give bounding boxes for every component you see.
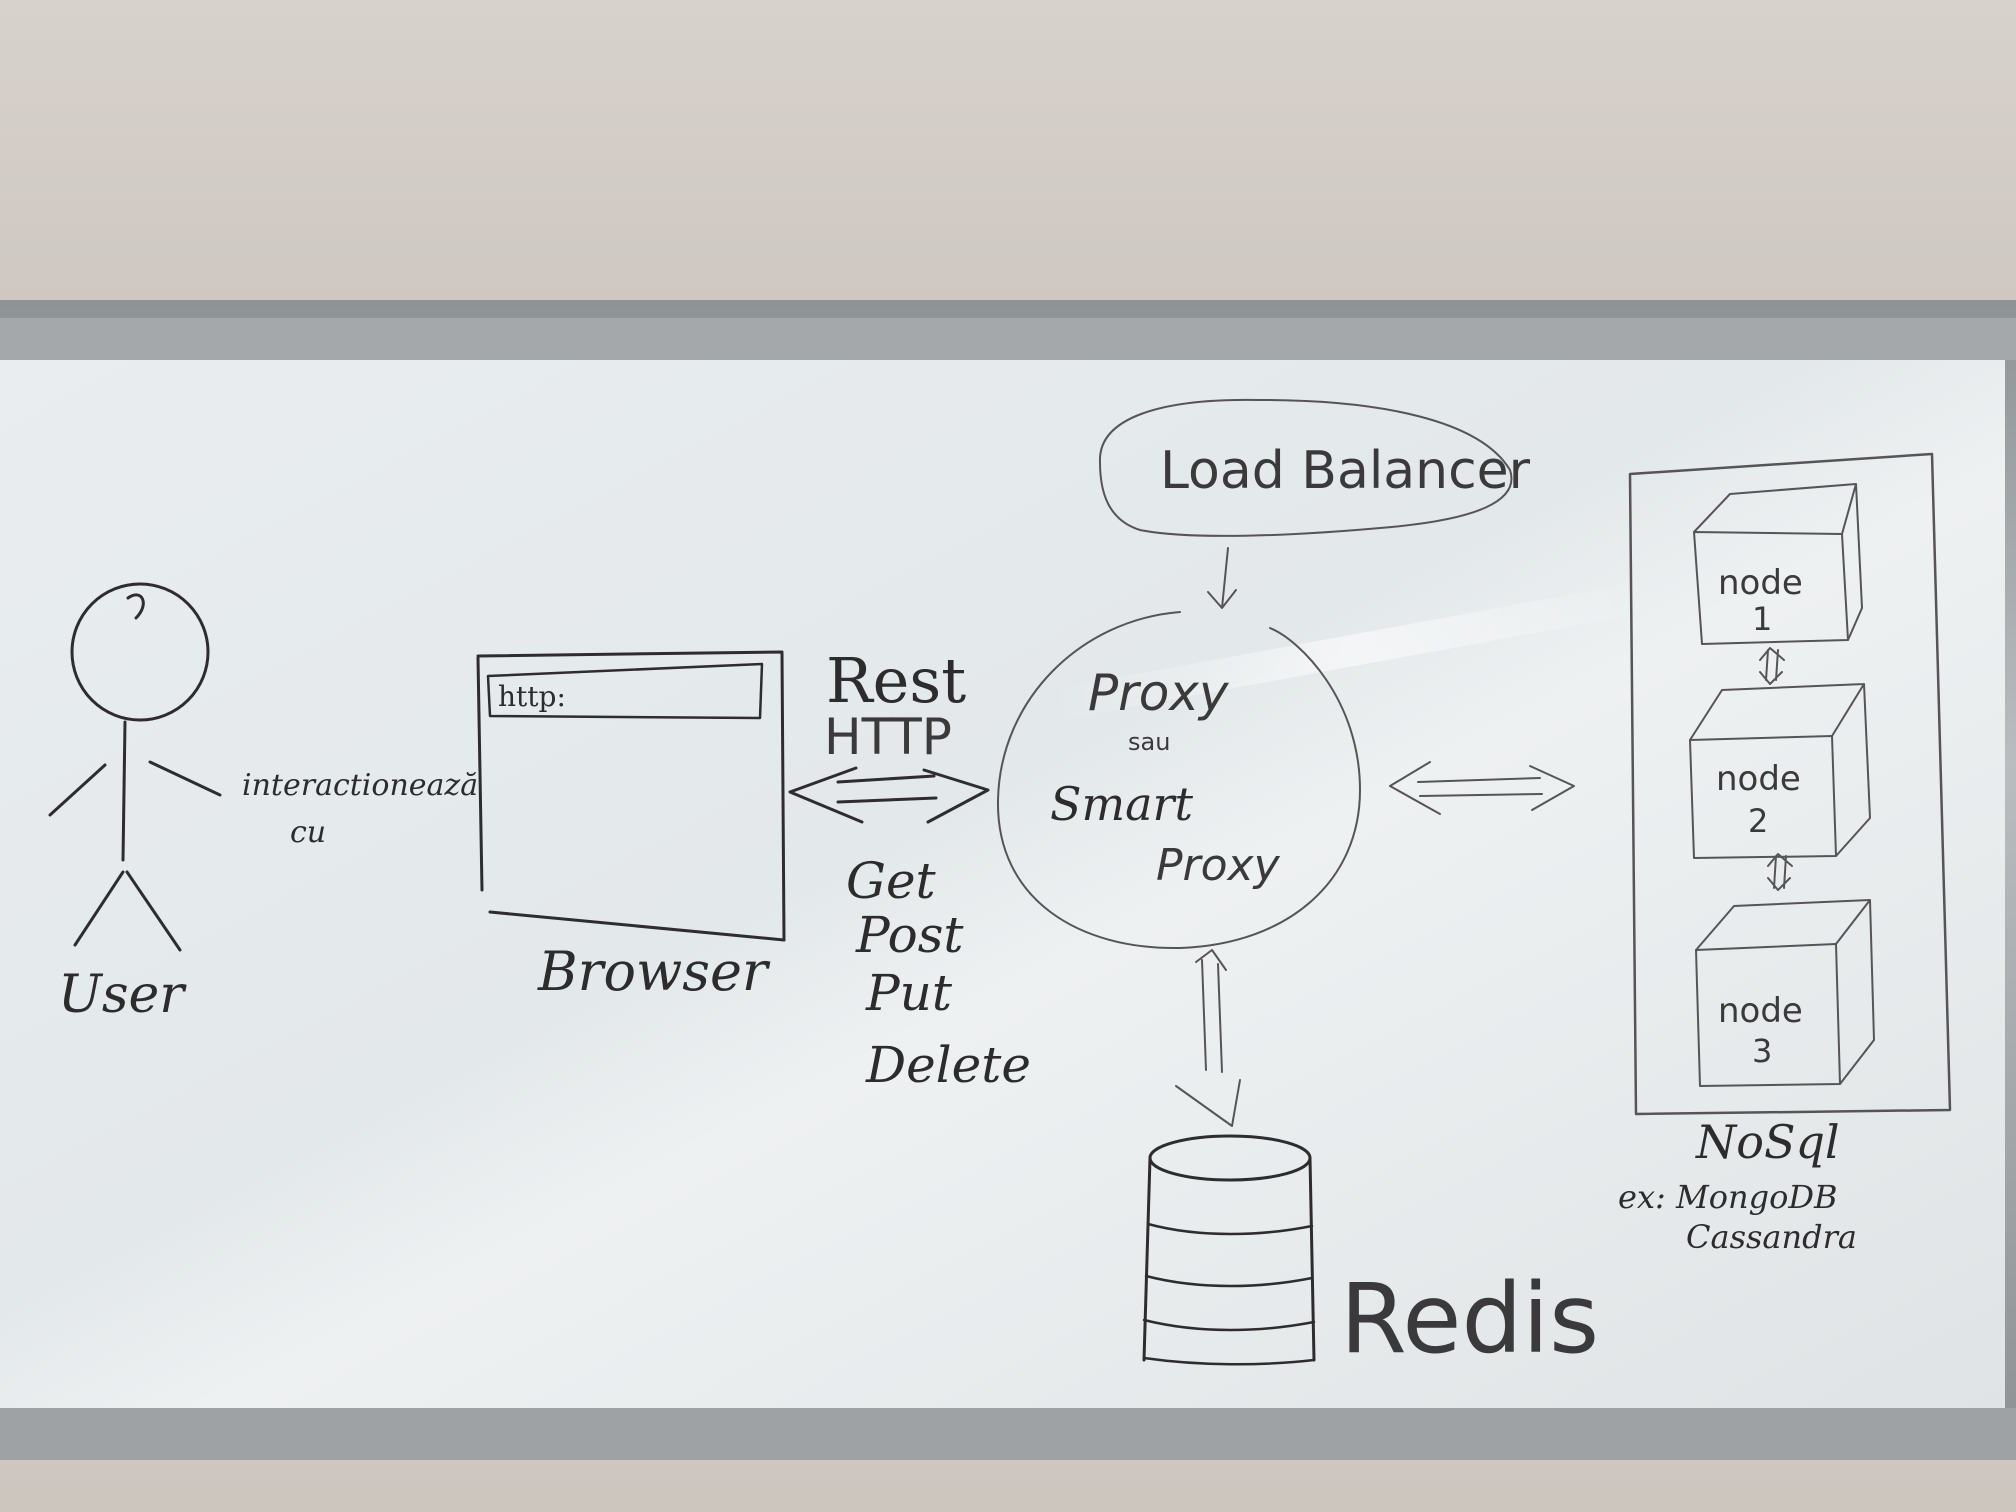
proxy-redis-arrow bbox=[1175, 949, 1241, 1127]
node-1-label: node bbox=[1718, 563, 1803, 603]
interacts-label-line2: cu bbox=[290, 815, 326, 850]
rest-label: Rest bbox=[826, 644, 966, 717]
load-balancer-arrow bbox=[1207, 547, 1237, 609]
method-get: Get bbox=[846, 852, 937, 910]
frame-top-rail bbox=[0, 318, 2016, 360]
sau-label: sau bbox=[1128, 728, 1170, 756]
nosql-label: NoSql bbox=[1695, 1115, 1840, 1169]
redis-label: Redis bbox=[1340, 1263, 1599, 1375]
smart-label: Smart bbox=[1050, 777, 1194, 831]
user-label: User bbox=[58, 965, 187, 1025]
method-post: Post bbox=[855, 906, 964, 964]
node-link-arrows bbox=[1759, 647, 1793, 891]
interacts-label-line1: interactionează bbox=[242, 768, 478, 803]
method-put: Put bbox=[865, 964, 953, 1022]
load-balancer-shape bbox=[1098, 398, 1513, 537]
node-3-label: node bbox=[1718, 991, 1803, 1031]
wall bbox=[0, 0, 2016, 330]
load-balancer-label: Load Balancer bbox=[1160, 441, 1531, 501]
whiteboard-surface bbox=[0, 360, 2005, 1410]
redis-database-icon bbox=[1142, 1134, 1316, 1366]
node-2-label: node bbox=[1716, 759, 1801, 799]
frame-bottom-rail bbox=[0, 1408, 2016, 1460]
node-2-number: 2 bbox=[1748, 802, 1768, 840]
rest-double-arrow bbox=[788, 766, 990, 824]
light-glare bbox=[1050, 580, 1660, 720]
node-cube-2 bbox=[1689, 683, 1871, 859]
proxy-circle bbox=[996, 611, 1361, 950]
browser-label: Browser bbox=[537, 940, 771, 1003]
nosql-example-line1: ex: MongoDB bbox=[1618, 1178, 1838, 1216]
smart-proxy-label: Proxy bbox=[1156, 840, 1281, 891]
node-cube-3 bbox=[1695, 899, 1875, 1087]
http-label: HTTP bbox=[824, 708, 952, 766]
http-methods-list: Get Post Put Delete bbox=[846, 852, 1031, 1094]
node-cube-1 bbox=[1693, 483, 1863, 645]
browser-url-text: http: bbox=[498, 680, 566, 713]
node-3-number: 3 bbox=[1752, 1032, 1772, 1070]
proxy-label: Proxy bbox=[1088, 664, 1230, 722]
proxy-nosql-arrow bbox=[1389, 761, 1575, 815]
node-1-number: 1 bbox=[1752, 600, 1772, 638]
nosql-cluster-box bbox=[1628, 452, 1952, 1116]
user-figure bbox=[48, 582, 222, 952]
browser-window bbox=[476, 650, 786, 942]
method-delete: Delete bbox=[865, 1036, 1031, 1094]
nosql-example-line2: Cassandra bbox=[1686, 1218, 1857, 1256]
